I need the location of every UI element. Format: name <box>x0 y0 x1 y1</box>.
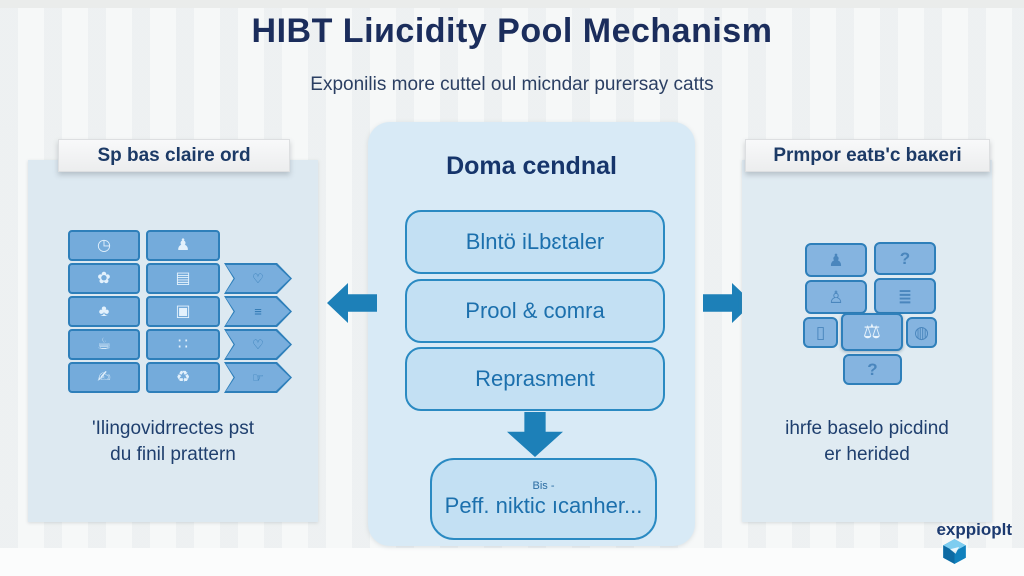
page-title: HIBT Liиcidity Pool Mechanism <box>251 12 773 50</box>
chevron-tile: ♡ <box>224 329 292 360</box>
question-icon: ? <box>867 360 878 379</box>
center-panel-header: Doma cendnal <box>446 152 617 180</box>
flow-box-3: Reprasment <box>405 347 665 411</box>
left-caption-line2: du finil prattern <box>110 443 236 465</box>
right-panel-header: Prmpor eatв'c baĸeri <box>745 139 990 172</box>
left-tile: ♻ <box>146 362 220 393</box>
right-caption-line2: er herided <box>824 443 910 465</box>
cube-logo-icon <box>941 538 968 565</box>
chevron-tile: ≡ <box>224 296 292 327</box>
right-tile: ◍ <box>906 317 937 348</box>
flow-box-2: Prool & comra <box>405 279 665 343</box>
left-tile: ◷ <box>68 230 140 261</box>
left-caption-line1: 'Ilingovidrrectes pst <box>91 418 255 439</box>
watermark-text: exppioplt <box>936 520 1012 539</box>
page-subtitle: Exponilis more cuttel oul micndar purers… <box>310 74 714 95</box>
right-tile: ♙ <box>805 280 867 314</box>
left-tile: ✍ <box>68 362 140 393</box>
coin-plant-icon: ♣ <box>98 302 110 320</box>
question-icon: ? <box>899 249 911 268</box>
banknote-icon: ▤ <box>175 269 191 287</box>
right-panel-caption: ihrfe baselo picdind er herided <box>742 416 992 467</box>
left-tile: ☕ <box>68 329 140 360</box>
left-tile: ♣ <box>68 296 140 327</box>
top-strip <box>0 0 1024 8</box>
phone-icon: ▯ <box>815 323 826 342</box>
result-box-note: Bis - <box>532 479 555 492</box>
picture-frame-icon: ▣ <box>175 302 191 320</box>
text-lines-icon: ≣ <box>897 286 913 306</box>
right-tile: ? <box>843 354 902 385</box>
left-tile: ▣ <box>146 296 220 327</box>
left-tile: ∷ <box>146 329 220 360</box>
person-coins-icon: ♙ <box>828 287 844 307</box>
hand-outline-icon: ☞ <box>252 369 264 385</box>
right-caption-line1: ihrfe baselo picdind <box>785 418 949 439</box>
left-tile: ✿ <box>68 263 140 294</box>
right-tile: ♟ <box>805 243 867 277</box>
right-tile: ⚖ <box>841 313 903 351</box>
left-panel-caption: 'Ilingovidrrectes pst du finil prattern <box>28 416 318 467</box>
result-box-label: Peff. niktic ıcanher... <box>444 492 643 518</box>
right-tile: ≣ <box>874 278 936 314</box>
left-tile: ▤ <box>146 263 220 294</box>
people-icon: ♟ <box>175 236 191 254</box>
cycle-arrows-icon: ♻ <box>175 368 191 386</box>
left-tile: ♟ <box>146 230 220 261</box>
chevron-tile: ☞ <box>224 362 292 393</box>
result-box: Bis - Peff. niktic ıcanher... <box>430 458 657 540</box>
left-panel-header: Sp bas claire ord <box>58 139 290 172</box>
money-clock-icon: ◷ <box>97 236 111 254</box>
chevron-tile: ♡ <box>224 263 292 294</box>
person-icon: ♟ <box>828 250 844 270</box>
hand-coins-icon: ✍ <box>97 368 111 386</box>
right-tile: ? <box>874 242 936 275</box>
right-tile: ▯ <box>803 317 838 348</box>
flow-box-1: Blntö iLbɛtaler <box>405 210 665 274</box>
heart-outline-icon: ♡ <box>252 270 264 286</box>
bottom-strip <box>0 548 1024 576</box>
flower-coins-icon: ✿ <box>97 269 111 287</box>
scale-icon: ⚖ <box>863 321 881 343</box>
globe-icon: ◍ <box>914 323 929 342</box>
coin-bowl-icon: ☕ <box>96 335 112 353</box>
leaf-outline-icon: ♡ <box>252 336 264 352</box>
group-icon: ∷ <box>177 335 189 353</box>
list-outline-icon: ≡ <box>254 304 262 319</box>
